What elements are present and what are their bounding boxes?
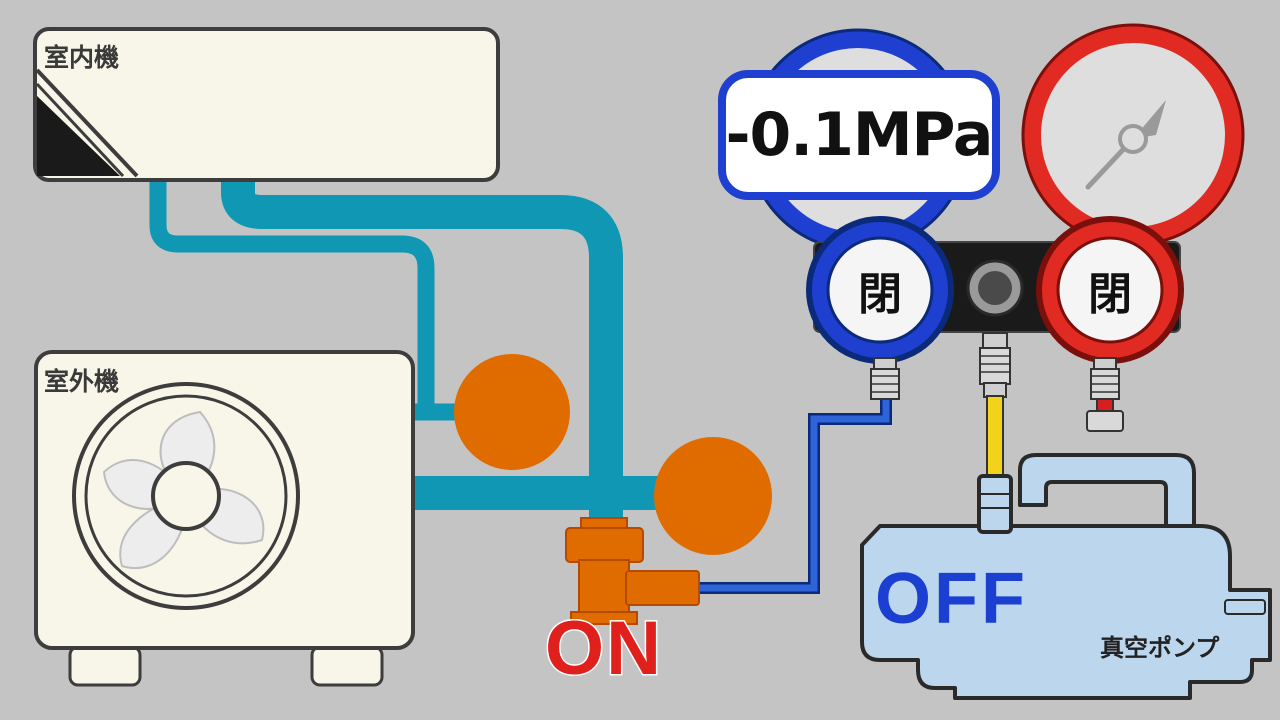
refrigerant-piping xyxy=(149,175,660,528)
indoor-unit-label: 室内機 xyxy=(44,43,120,72)
service-port[interactable] xyxy=(565,517,700,625)
liquid-line xyxy=(149,182,454,421)
center-port-fitting xyxy=(979,332,1011,398)
indoor-unit-louver xyxy=(37,96,120,176)
pump-state-label: OFF xyxy=(875,559,1028,639)
charge-port-icon xyxy=(966,259,1024,317)
gas-valve-knob[interactable] xyxy=(654,437,772,555)
high-valve-label: 閉 xyxy=(1088,269,1132,320)
low-port-fitting xyxy=(870,357,900,400)
pump-body xyxy=(860,524,1272,700)
indoor-unit xyxy=(33,27,500,182)
high-port-fitting xyxy=(1086,357,1124,432)
fan-icon xyxy=(72,382,300,610)
gauge-needle-icon xyxy=(1085,100,1166,190)
vacuum-pump-label: 真空ポンプ xyxy=(1100,634,1220,662)
outdoor-unit-foot-left xyxy=(68,645,142,687)
low-gauge-reading: -0.1MPa xyxy=(718,70,1000,200)
outdoor-unit-label: 室外機 xyxy=(44,367,120,396)
liquid-valve-knob[interactable] xyxy=(454,354,570,470)
pump-inlet xyxy=(977,474,1013,534)
vacuum-pump xyxy=(860,453,1272,700)
gas-line xyxy=(221,175,623,528)
outdoor-unit-foot-right xyxy=(310,645,384,687)
low-valve-label: 閉 xyxy=(858,269,902,320)
charge-hose xyxy=(986,395,1004,477)
service-valve-state-label: ON xyxy=(544,605,663,693)
outdoor-unit xyxy=(34,350,415,687)
